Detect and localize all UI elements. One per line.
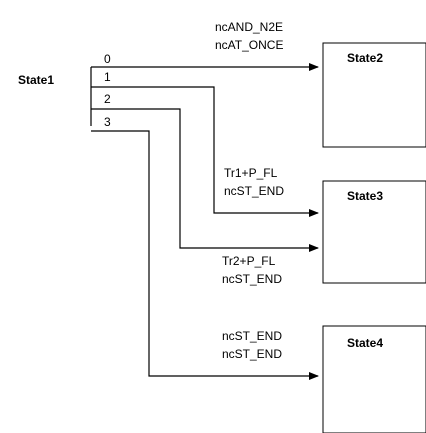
- transition-arrow-1: [91, 86, 319, 217]
- state-box-state3: [322, 180, 426, 284]
- branch-label-1: 1: [104, 70, 111, 84]
- branch-label-0: 0: [104, 52, 111, 66]
- condition-label-state4-line1: ncST_END: [222, 329, 282, 343]
- condition-label-state3a-line2: ncST_END: [224, 184, 284, 198]
- branch-label-2: 2: [104, 92, 111, 106]
- transition-arrow-2: [91, 108, 319, 252]
- branch-label-3: 3: [104, 115, 111, 129]
- state-label-state4: State4: [347, 336, 383, 350]
- condition-label-state3b-line2: ncST_END: [222, 272, 282, 286]
- state-box-state4: [322, 325, 426, 433]
- condition-label-state4-line2: ncST_END: [222, 347, 282, 361]
- condition-label-state3b-line1: Tr2+P_FL: [222, 254, 276, 268]
- state-label-state3: State3: [347, 189, 383, 203]
- state-label-state2: State2: [347, 51, 383, 65]
- state-box-state2: [322, 42, 426, 148]
- transition-arrow-3: [91, 130, 319, 380]
- source-state-label: State1: [18, 73, 54, 87]
- condition-label-state2-line2: ncAT_ONCE: [215, 38, 283, 52]
- condition-label-state3a-line1: Tr1+P_FL: [224, 166, 278, 180]
- condition-label-state2-line1: ncAND_N2E: [215, 20, 283, 34]
